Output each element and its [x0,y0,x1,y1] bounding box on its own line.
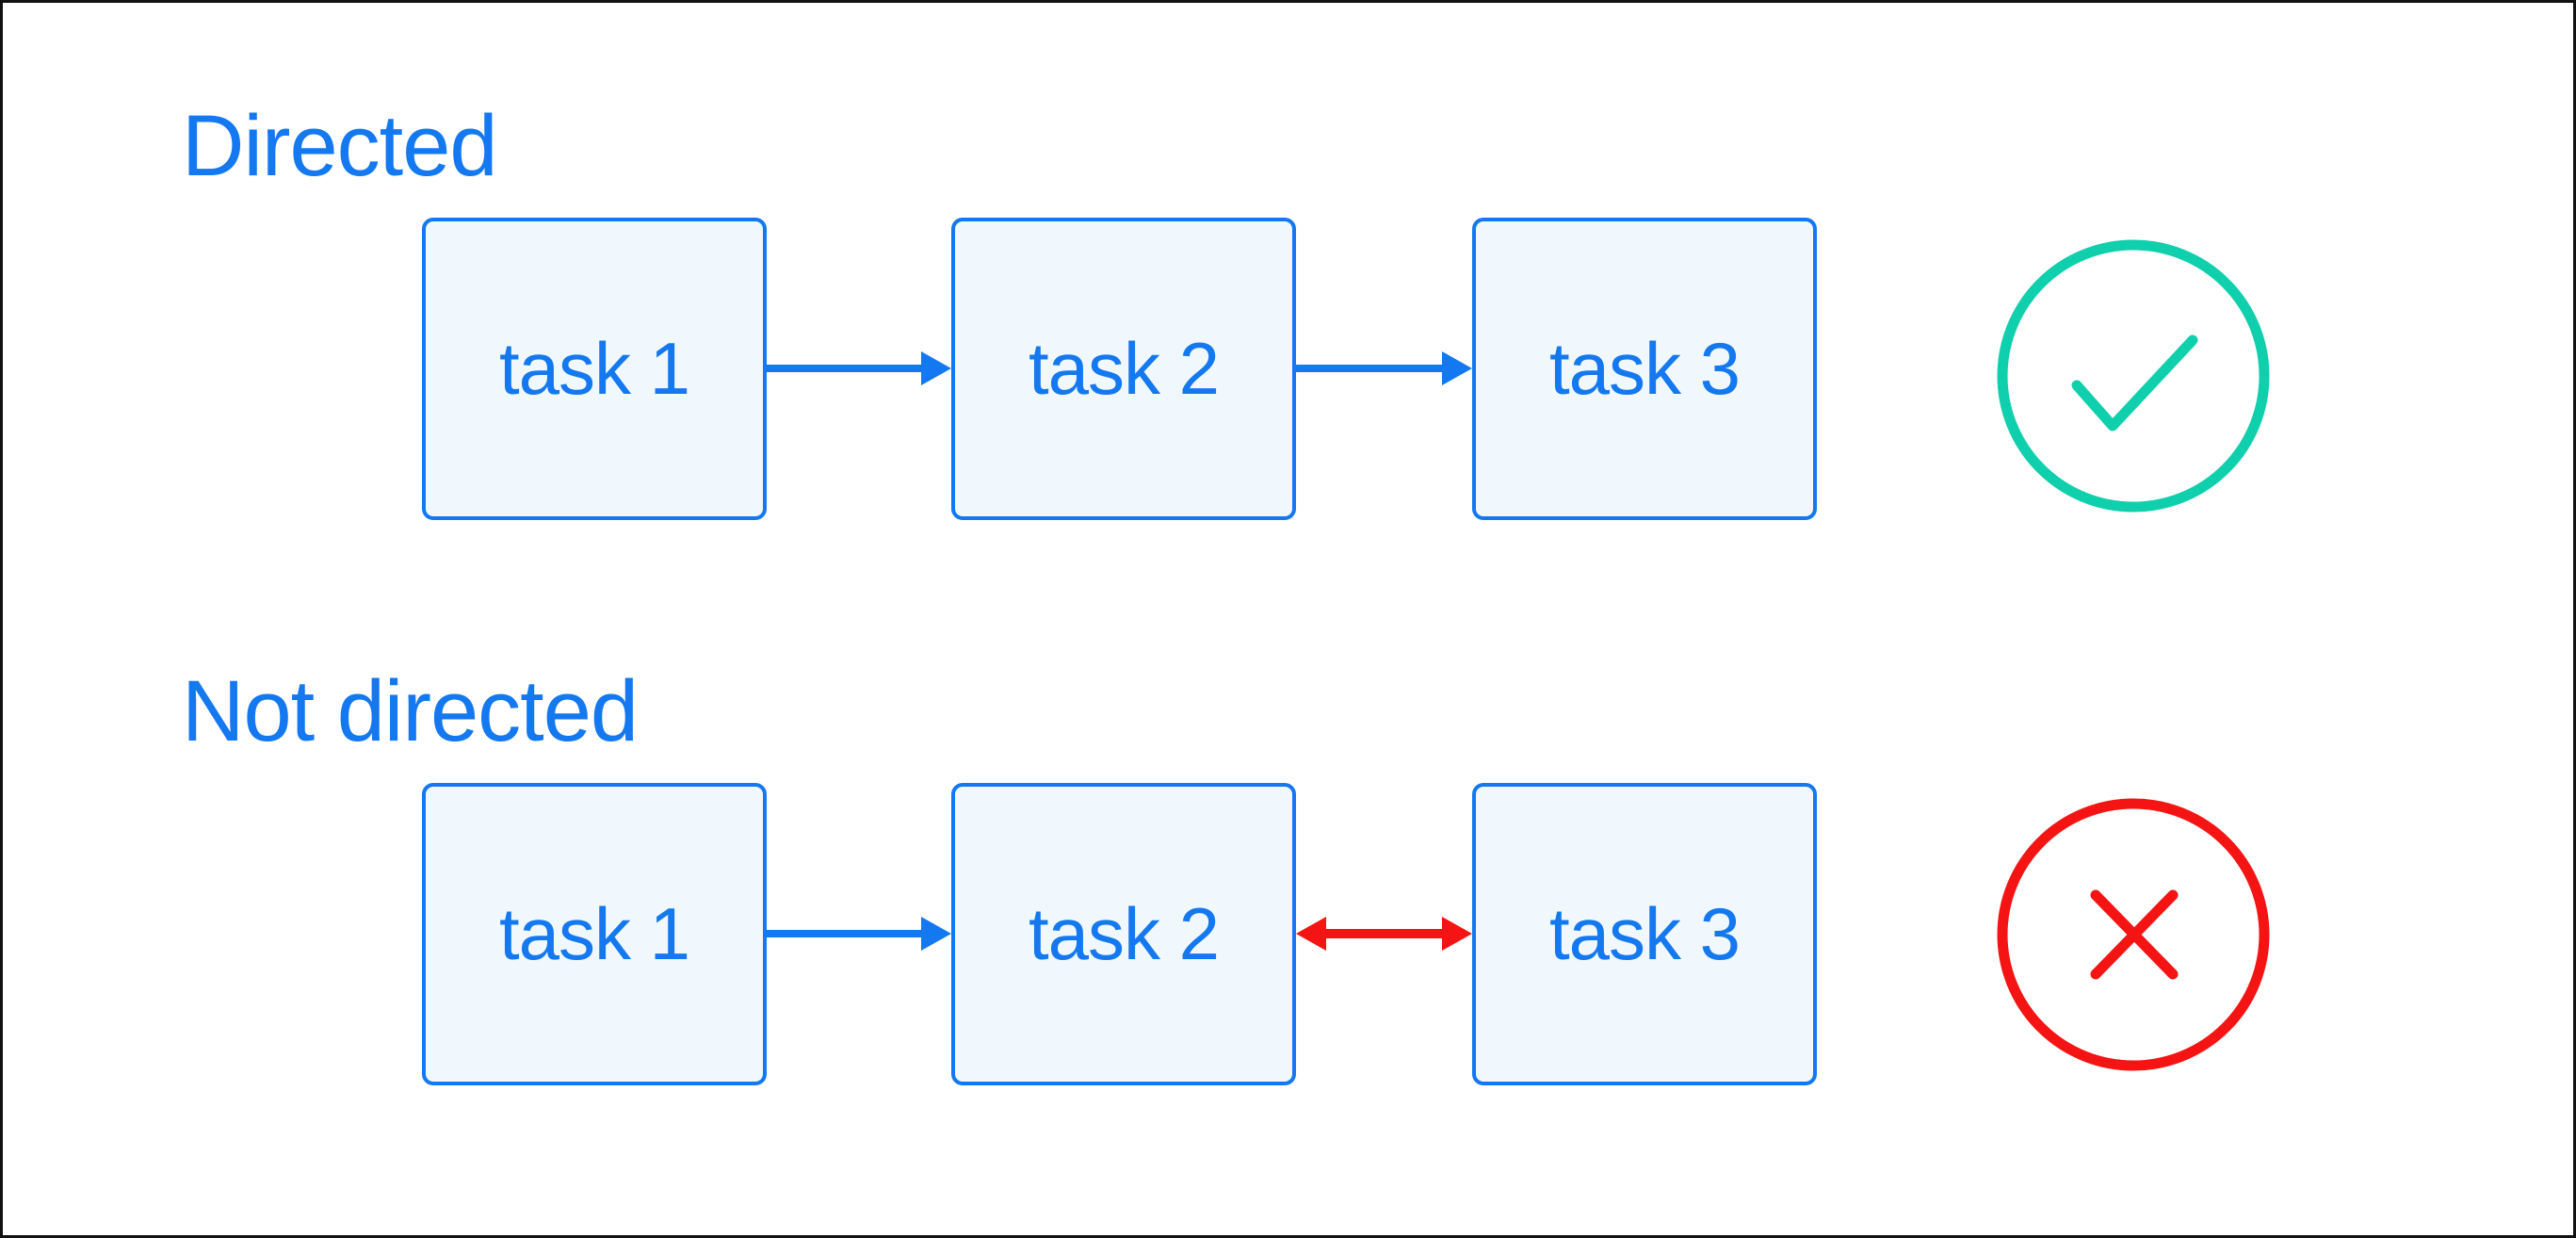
task-node-label: task 3 [1548,892,1741,975]
arrow-right-icon [767,917,951,951]
arrow-bidirectional-icon [1296,917,1472,951]
task-node-label: task 2 [1028,327,1220,410]
task-node: task 1 [422,218,767,520]
section-title: Directed [182,98,498,194]
arrow-right-icon [1296,351,1472,385]
task-node: task 3 [1472,218,1817,520]
task-node: task 3 [1472,783,1817,1085]
task-node: task 2 [951,783,1296,1085]
task-node: task 2 [951,218,1296,520]
task-node-label: task 1 [498,327,690,410]
section-title: Not directed [182,663,639,759]
task-node-label: task 1 [498,892,690,975]
check-circle-icon [1997,239,2270,513]
task-node-label: task 2 [1028,892,1220,975]
arrow-right-icon [767,351,951,385]
task-node-label: task 3 [1548,327,1741,410]
x-circle-icon [1997,798,2270,1071]
task-node: task 1 [422,783,767,1085]
